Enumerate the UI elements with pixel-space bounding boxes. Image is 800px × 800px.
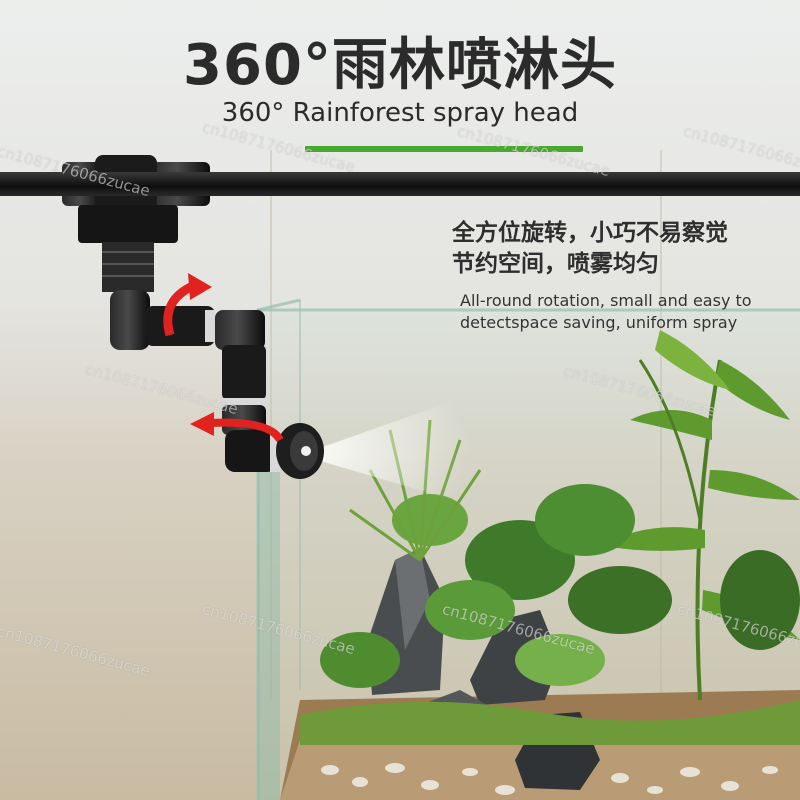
feature-line-2: 节约空间，喷雾均匀 xyxy=(452,251,659,277)
water-tube xyxy=(0,172,800,196)
moss xyxy=(300,700,800,745)
feature-line-1: 全方位旋转，小巧不易察觉 xyxy=(452,220,728,246)
feature-text-english: All-round rotation, small and easy to de… xyxy=(460,291,752,332)
wall-panel-line xyxy=(270,150,272,700)
page-title: 360°雨林喷淋头 xyxy=(183,33,617,98)
spray-mist xyxy=(300,395,470,505)
rotation-arrow-icon xyxy=(163,273,212,337)
leafy-plant xyxy=(320,484,800,688)
accent-underline xyxy=(305,146,583,152)
rotation-arrow-icon xyxy=(190,412,284,443)
feature-text-chinese: 全方位旋转，小巧不易察觉 节约空间，喷雾均匀 xyxy=(452,218,782,280)
page-subtitle: 360° Rainforest spray head xyxy=(221,98,579,128)
